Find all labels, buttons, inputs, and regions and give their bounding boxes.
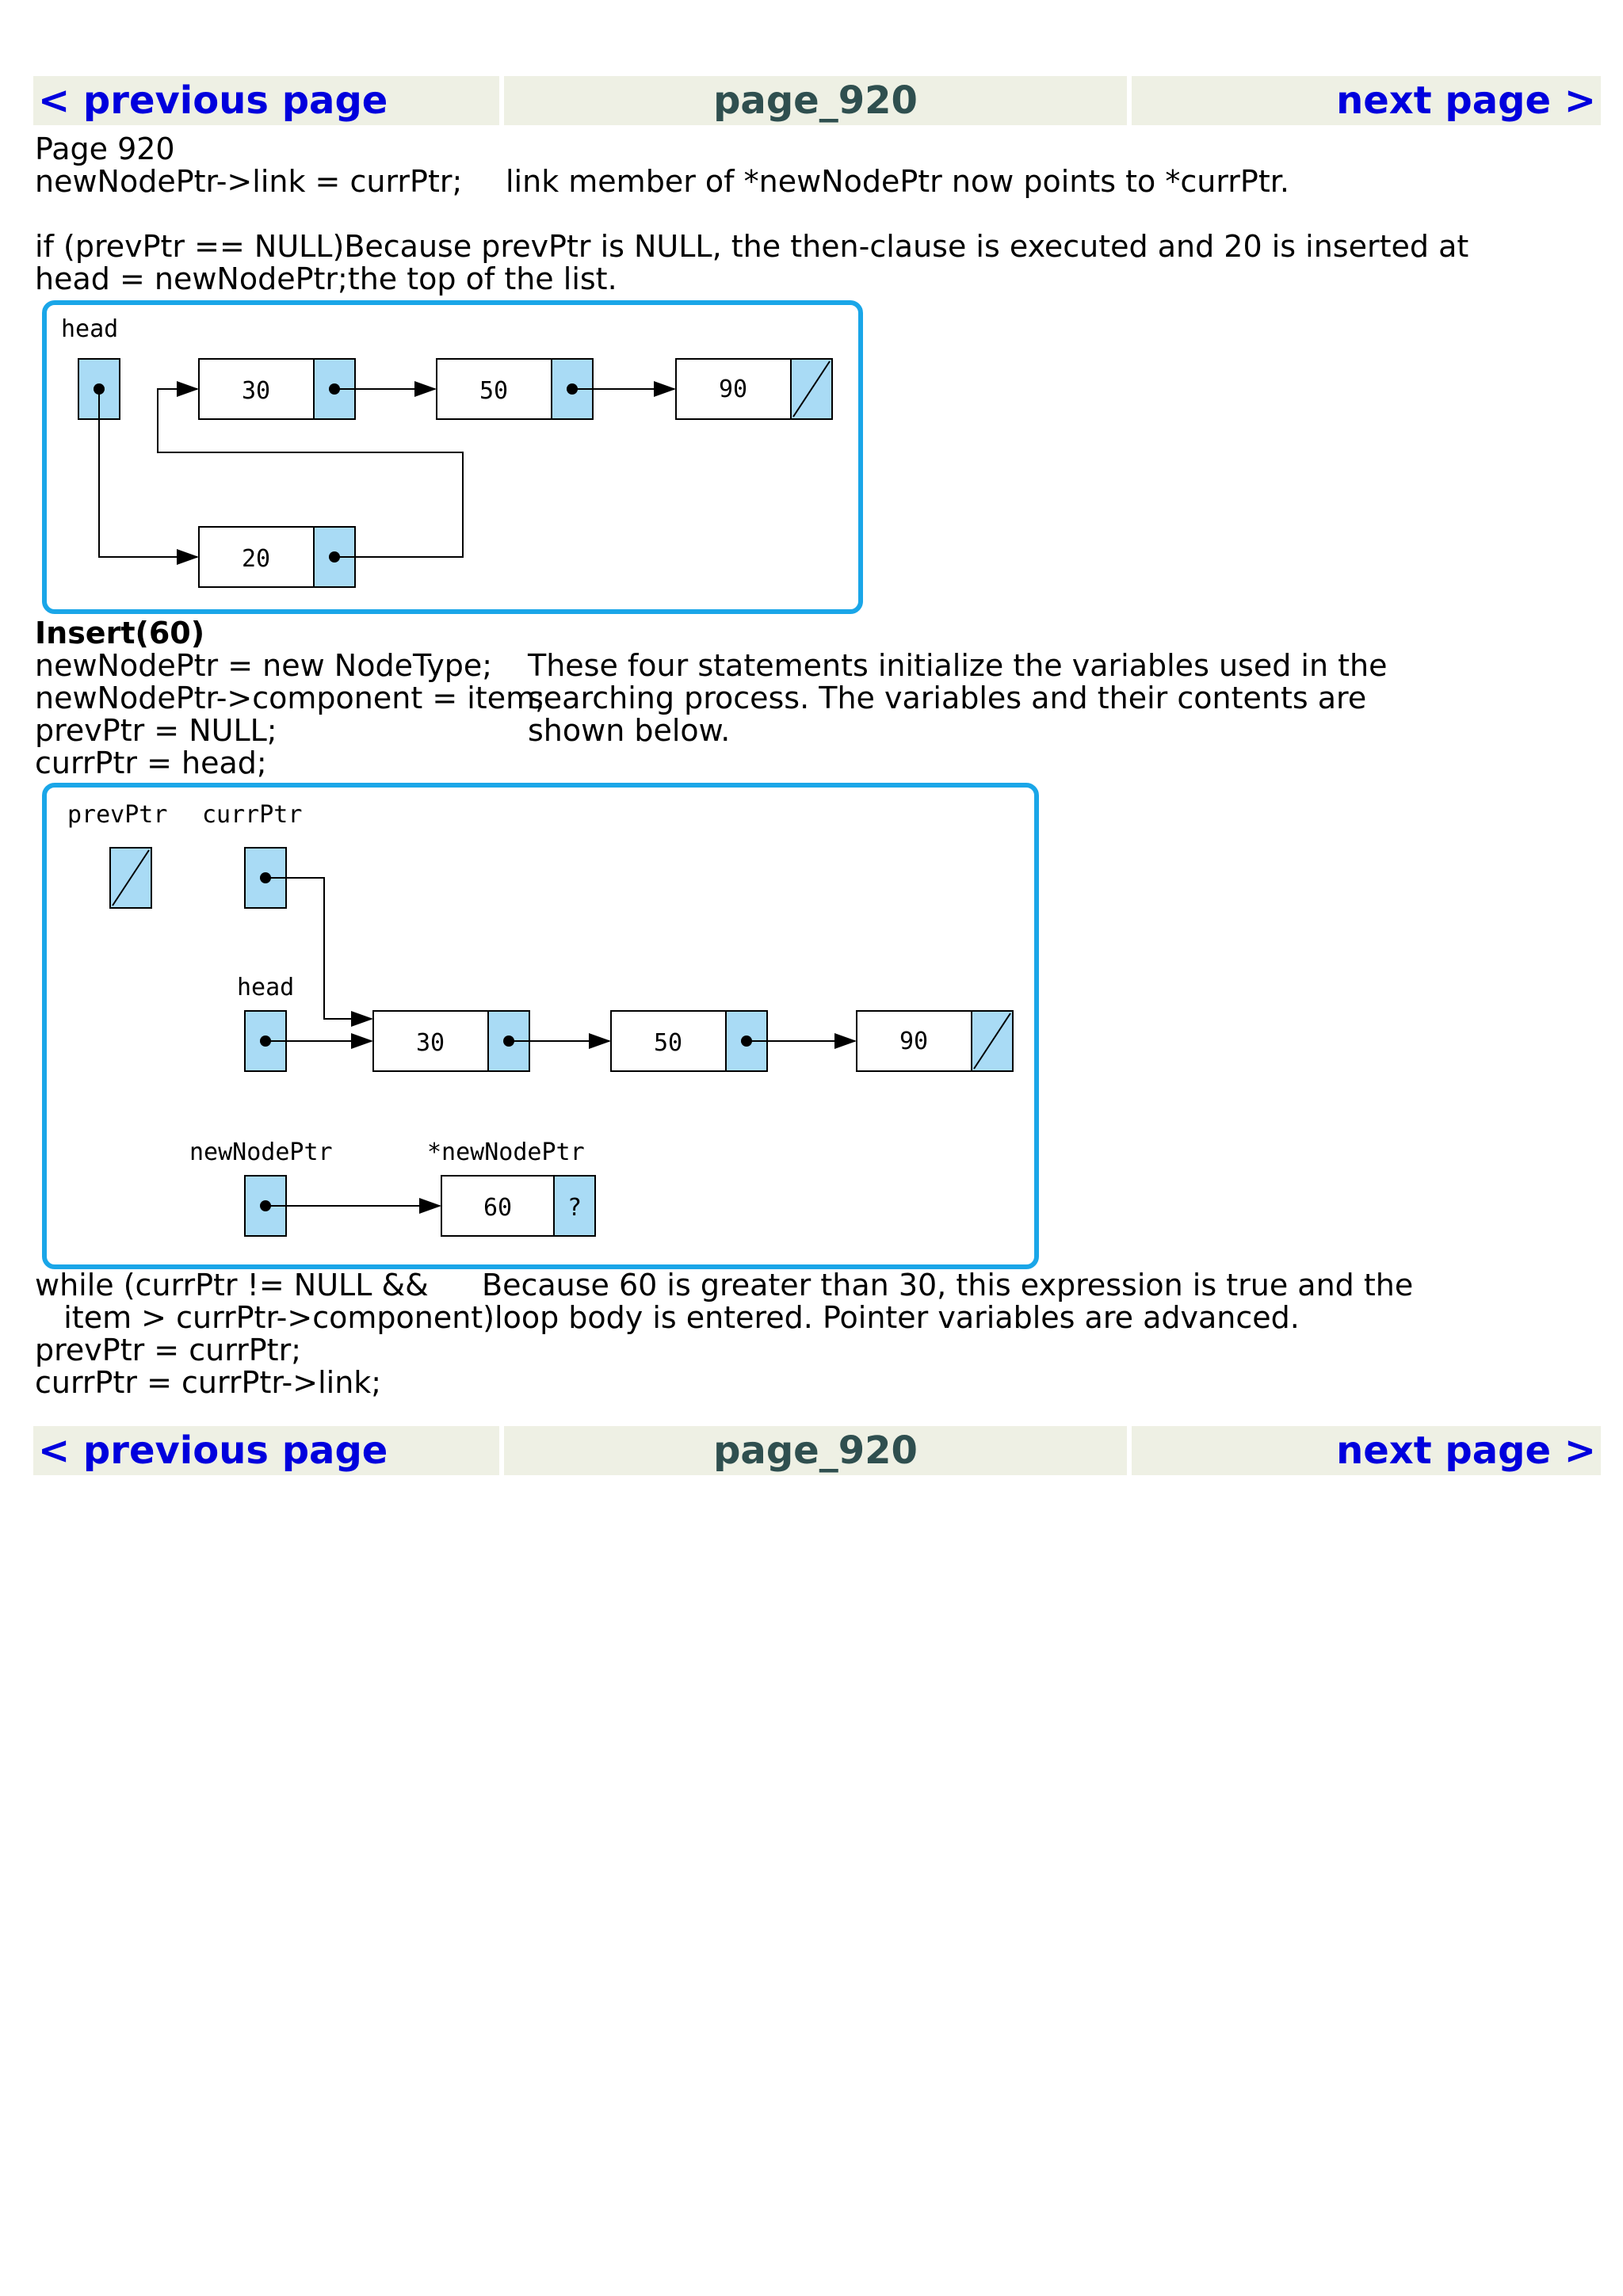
code-text: head = newNodePtr; — [35, 261, 348, 296]
next-page-link[interactable]: next page > — [1132, 76, 1601, 125]
statement-while: while (currPtr != NULL && Because 60 is … — [35, 1269, 1588, 1302]
description-text: loop body is entered. Pointer variables … — [495, 1300, 1300, 1335]
description-text: link member of *newNodePtr now points to… — [506, 164, 1289, 199]
bottom-nav: < previous page page_920 next page > — [33, 1426, 1601, 1475]
currptr-label: currPtr — [202, 801, 302, 829]
statement-while: item > currPtr->component) loop body is … — [35, 1302, 1588, 1334]
code-text: prevPtr = NULL; — [35, 713, 277, 748]
list-node: 30 — [372, 1010, 530, 1072]
node-value: 20 — [242, 545, 270, 573]
new-node-link-arrow — [157, 381, 464, 558]
list-node: 90 — [856, 1010, 1014, 1072]
code-text: newNodePtr->component = item; — [35, 681, 545, 715]
description-text: the top of the list. — [347, 261, 617, 296]
list-node: 30 — [198, 358, 356, 420]
statement-link: newNodePtr->link = currPtr; link member … — [35, 166, 1588, 198]
diagram-svg: head 30 50 — [61, 315, 833, 588]
statement-init: newNodePtr->component = item; searching … — [35, 682, 1588, 715]
head-arrow — [98, 389, 199, 565]
statement-init: prevPtr = NULL; shown below. — [35, 715, 1588, 747]
code-text: currPtr = currPtr->link; — [35, 1365, 382, 1400]
linked-list-diagram-1: head 30 50 — [42, 300, 863, 614]
null-slash — [112, 849, 150, 906]
statement-init: newNodePtr = new NodeType; These four st… — [35, 650, 1588, 682]
code-text: while (currPtr != NULL && — [35, 1268, 429, 1302]
description-text: These four statements initialize the var… — [528, 648, 1388, 683]
null-slash — [973, 1013, 1011, 1070]
code-text: newNodePtr->link = currPtr; — [35, 164, 463, 199]
node-value: 50 — [479, 377, 508, 405]
null-slash — [792, 360, 831, 418]
newnodeptr-label: newNodePtr — [189, 1138, 333, 1166]
code-text: item > currPtr->component) — [35, 1300, 495, 1335]
list-node: 90 — [675, 358, 833, 420]
currptr-arrow — [265, 877, 373, 1027]
node-value: 50 — [654, 1029, 682, 1057]
code-text: prevPtr = currPtr; — [35, 1333, 302, 1367]
node-value: 60 — [483, 1194, 512, 1222]
head-label: head — [237, 974, 294, 1001]
description-text: shown below. — [528, 713, 731, 748]
list-node: 50 — [610, 1010, 768, 1072]
page-content: Page 920 newNodePtr->link = currPtr; lin… — [35, 133, 1588, 1399]
previous-page-link[interactable]: < previous page — [33, 1426, 499, 1475]
unknown-link: ? — [567, 1194, 582, 1222]
list-node: 50 — [436, 358, 594, 420]
description-text: searching process. The variables and the… — [528, 681, 1367, 715]
statement-if: if (prevPtr == NULL) Because prevPtr is … — [35, 231, 1588, 263]
page-title: page_920 — [504, 1426, 1127, 1475]
code-text: currPtr = head; — [35, 746, 267, 780]
code-text: if (prevPtr == NULL) — [35, 229, 345, 264]
new-list-node: 60 ? — [441, 1175, 596, 1237]
description-text: Because 60 is greater than 30, this expr… — [482, 1268, 1414, 1302]
description-text: Because prevPtr is NULL, the then-clause… — [344, 229, 1469, 264]
page-label: Page 920 — [35, 132, 175, 166]
new-list-node: 20 — [198, 526, 356, 588]
page-title: page_920 — [504, 76, 1127, 125]
insert-heading: Insert(60) — [35, 616, 205, 650]
head-label: head — [61, 315, 118, 343]
statement-init: currPtr = head; — [35, 747, 1588, 780]
code-text: newNodePtr = new NodeType; — [35, 648, 493, 683]
node-value: 90 — [899, 1028, 928, 1055]
top-nav: < previous page page_920 next page > — [33, 76, 1601, 125]
linked-list-diagram-2: prevPtr currPtr head 30 — [42, 783, 1039, 1269]
node-value: 90 — [719, 376, 747, 403]
statement-head-assign: head = newNodePtr; the top of the list. — [35, 263, 1588, 296]
diagram-svg: prevPtr currPtr head 30 — [67, 801, 1014, 1237]
newnode-label: *newNodePtr — [427, 1138, 585, 1166]
next-page-link[interactable]: next page > — [1132, 1426, 1601, 1475]
prevptr-label: prevPtr — [67, 801, 167, 829]
previous-page-link[interactable]: < previous page — [33, 76, 499, 125]
node-value: 30 — [242, 377, 270, 405]
node-value: 30 — [416, 1029, 445, 1057]
